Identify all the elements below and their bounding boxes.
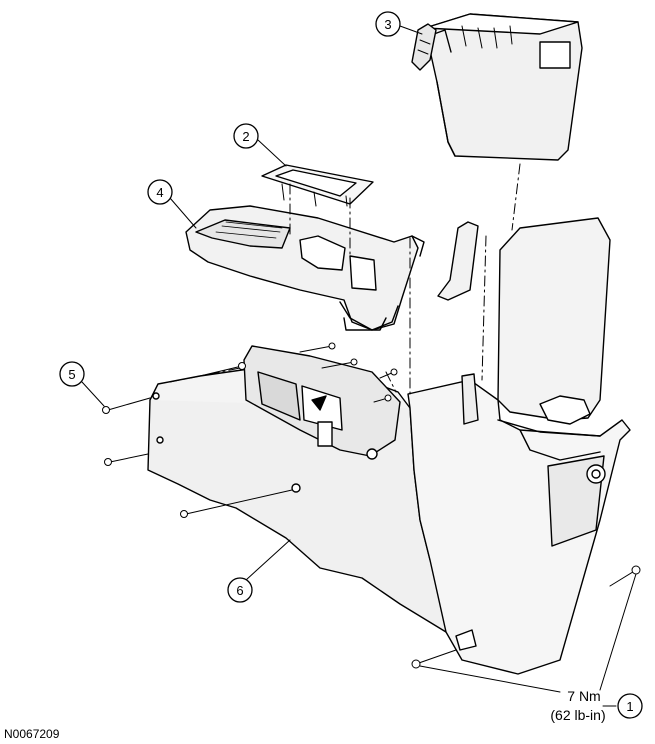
callout-3: 3 bbox=[375, 11, 401, 37]
figure-reference-code: N0067209 bbox=[4, 727, 60, 741]
callout-2: 2 bbox=[233, 123, 259, 149]
callout-1-label: 1 bbox=[626, 699, 633, 714]
callout-6: 6 bbox=[227, 577, 253, 603]
alignment-lines bbox=[169, 163, 521, 395]
callout-1: 1 bbox=[617, 693, 643, 719]
callout-3-label: 3 bbox=[384, 17, 391, 32]
screw-top-1 bbox=[299, 342, 336, 353]
callout-5-label: 5 bbox=[68, 367, 75, 382]
screw-bottom-right bbox=[411, 649, 457, 669]
bezel-part bbox=[261, 164, 374, 207]
storage-bin-part bbox=[411, 13, 583, 161]
torque-imperial: (62 lb-in) bbox=[550, 707, 605, 723]
torque-metric: 7 Nm bbox=[567, 688, 600, 704]
torque-spec: 7 Nm (62 lb-in) bbox=[550, 688, 605, 723]
screw-top-2 bbox=[321, 358, 358, 369]
screw-fasteners bbox=[102, 342, 641, 669]
callout-leaders bbox=[81, 25, 637, 707]
screw-left-lower bbox=[180, 489, 293, 518]
callout-4-label: 4 bbox=[156, 185, 163, 200]
console-body-part bbox=[407, 217, 631, 675]
callout-6-label: 6 bbox=[236, 583, 243, 598]
screw-top-5 bbox=[199, 362, 246, 377]
callout-4: 4 bbox=[147, 179, 173, 205]
callout-5: 5 bbox=[59, 361, 85, 387]
screw-top-4 bbox=[373, 394, 392, 403]
upper-console-panel-part bbox=[185, 205, 479, 331]
screw-left-upper bbox=[102, 397, 151, 414]
callout-2-label: 2 bbox=[242, 129, 249, 144]
screw-left-middle bbox=[104, 453, 149, 466]
side-panel-part bbox=[147, 345, 463, 633]
